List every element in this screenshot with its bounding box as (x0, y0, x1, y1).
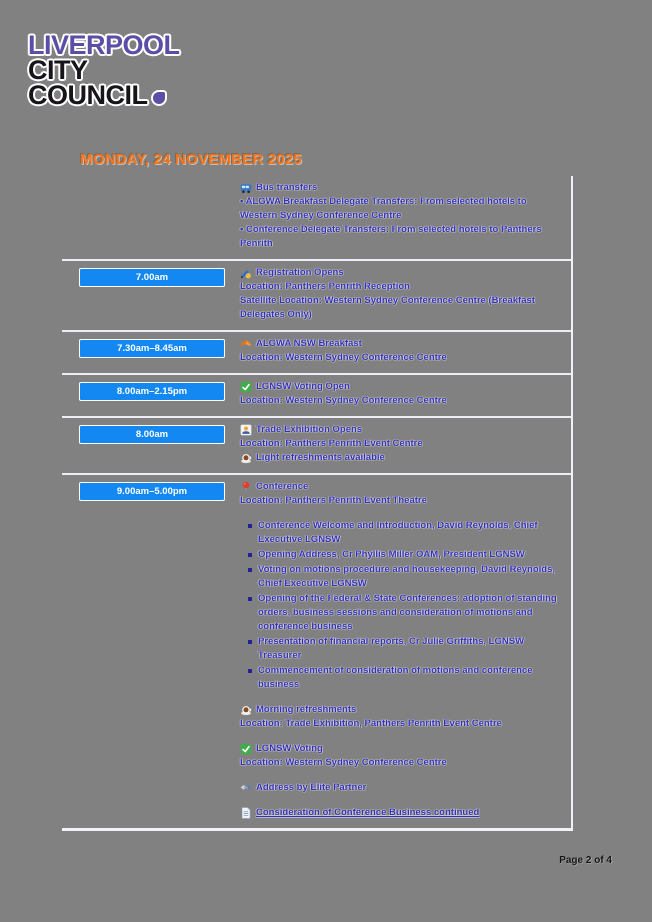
checkmark-icon (240, 381, 252, 393)
schedule-row-conference: 9.00am–5.00pm Conference Location: Panth… (62, 475, 571, 828)
event-location: Satellite Location: Western Sydney Confe… (240, 295, 535, 320)
event-line: • Conference Delegate Transfers: From se… (240, 224, 542, 249)
event-title-row: Registration Opens (240, 266, 563, 280)
pushpin-icon (240, 481, 252, 493)
event-details: ALGWA NSW Breakfast Location: Western Sy… (240, 337, 571, 365)
logo-heart-mark (152, 92, 165, 104)
event-title: Conference (256, 481, 309, 492)
event-title-row: LGNSW Voting (240, 742, 563, 756)
conference-agenda-list: Conference Welcome and Introduction, Dav… (240, 519, 563, 692)
event-title-row: LGNSW Voting Open (240, 380, 563, 394)
event-title-row: Trade Exhibition Opens (240, 423, 563, 437)
event-location: Location: Trade Exhibition, Panthers Pen… (240, 718, 502, 729)
logo-line-city: CITY (28, 55, 88, 85)
event-title-row: Morning refreshments (240, 703, 563, 717)
day-heading: MONDAY, 24 NOVEMBER 2025 (80, 151, 302, 168)
time-column: 7.00am (62, 266, 240, 322)
event-title: Morning refreshments (256, 704, 357, 715)
schedule-row-voting-open: 8.00am–2.15pm LGNSW Voting Open Location… (62, 375, 571, 418)
checkmark-icon (240, 743, 252, 755)
event-title: Registration Opens (256, 267, 344, 278)
event-location: Location: Panthers Penrith Reception (240, 281, 410, 292)
time-button[interactable]: 8.00am–2.15pm (79, 382, 225, 401)
sub-event-morning-refreshments: Morning refreshments Location: Trade Exh… (240, 703, 563, 731)
document-icon (240, 807, 252, 819)
event-extra-row: Light refreshments available (240, 451, 563, 465)
logo-line-council: COUNCIL (28, 82, 180, 109)
event-details: Bus transfers • ALGWA Breakfast Delegate… (240, 181, 571, 251)
event-location: Location: Western Sydney Conference Cent… (240, 395, 447, 406)
coffee-icon (240, 452, 252, 464)
time-button[interactable]: 7.00am (79, 268, 225, 287)
agenda-item: Commencement of consideration of motions… (248, 664, 563, 692)
event-title: Bus transfers (256, 182, 318, 193)
agenda-item: Conference Welcome and Introduction, Dav… (248, 519, 563, 547)
schedule-row-trade-exhibition: 8.00am Trade Exhibition Opens Location: … (62, 418, 571, 475)
event-details: LGNSW Voting Open Location: Western Sydn… (240, 380, 571, 408)
event-title-row: Conference (240, 480, 563, 494)
time-column: 7.30am–8.45am (62, 337, 240, 365)
liverpool-city-council-logo: LIVERPOOL CITY COUNCIL (28, 30, 180, 109)
agenda-item: Opening of the Federal & State Conferenc… (248, 592, 563, 634)
schedule-table: Bus transfers • ALGWA Breakfast Delegate… (62, 176, 573, 831)
event-details: Conference Location: Panthers Penrith Ev… (240, 480, 571, 820)
event-title-row: Consideration of Conference Business con… (240, 806, 563, 820)
logo-line-liverpool: LIVERPOOL (28, 30, 180, 60)
bus-icon (240, 182, 252, 194)
time-column: 9.00am–5.00pm (62, 480, 240, 820)
time-button[interactable]: 9.00am–5.00pm (79, 482, 225, 501)
time-button[interactable]: 7.30am–8.45am (79, 339, 225, 358)
time-column: 8.00am–2.15pm (62, 380, 240, 408)
event-title-row: Address by Elite Partner (240, 781, 563, 795)
agenda-item: Voting on motions procedure and housekee… (248, 563, 563, 591)
agenda-item: Presentation of financial reports, Cr Ju… (248, 635, 563, 663)
event-title: LGNSW Voting Open (256, 381, 350, 392)
event-location: Location: Panthers Penrith Event Centre (240, 438, 423, 449)
event-title: ALGWA NSW Breakfast (256, 338, 362, 349)
agenda-item: Opening Address, Cr Phyllis Miller OAM, … (248, 548, 563, 562)
event-title: LGNSW Voting (256, 743, 323, 754)
time-button[interactable]: 8.00am (79, 425, 225, 444)
event-title-row: Bus transfers (240, 181, 563, 195)
event-details: Registration Opens Location: Panthers Pe… (240, 266, 571, 322)
schedule-row-breakfast: 7.30am–8.45am ALGWA NSW Breakfast Locati… (62, 332, 571, 375)
conference-business-link[interactable]: Consideration of Conference Business con… (256, 807, 480, 818)
sub-event-elite-partner-address: Address by Elite Partner (240, 781, 563, 795)
sub-event-conference-business-continued: Consideration of Conference Business con… (240, 806, 563, 820)
event-line: • ALGWA Breakfast Delegate Transfers: Fr… (240, 196, 527, 221)
trade-exhibition-icon (240, 424, 252, 436)
schedule-row-bus-transfers: Bus transfers • ALGWA Breakfast Delegate… (62, 176, 571, 261)
event-location: Location: Panthers Penrith Event Theatre (240, 495, 427, 506)
time-column: 8.00am (62, 423, 240, 465)
event-details: Trade Exhibition Opens Location: Panther… (240, 423, 571, 465)
coffee-icon (240, 704, 252, 716)
event-title-row: ALGWA NSW Breakfast (240, 337, 563, 351)
event-title: Address by Elite Partner (256, 782, 367, 793)
sub-event-lgnsw-voting: LGNSW Voting Location: Western Sydney Co… (240, 742, 563, 770)
event-location: Location: Western Sydney Conference Cent… (240, 352, 447, 363)
writing-hand-icon (240, 267, 252, 279)
event-title: Trade Exhibition Opens (256, 424, 363, 435)
time-column (62, 181, 240, 251)
footer-page-number: Page 2 of 4 (559, 855, 612, 866)
croissant-icon (240, 338, 252, 350)
event-extra-text: Light refreshments available (256, 452, 385, 463)
handshake-icon (240, 782, 252, 794)
event-location: Location: Western Sydney Conference Cent… (240, 757, 447, 768)
schedule-row-registration: 7.00am Registration Opens Location: Pant… (62, 261, 571, 332)
